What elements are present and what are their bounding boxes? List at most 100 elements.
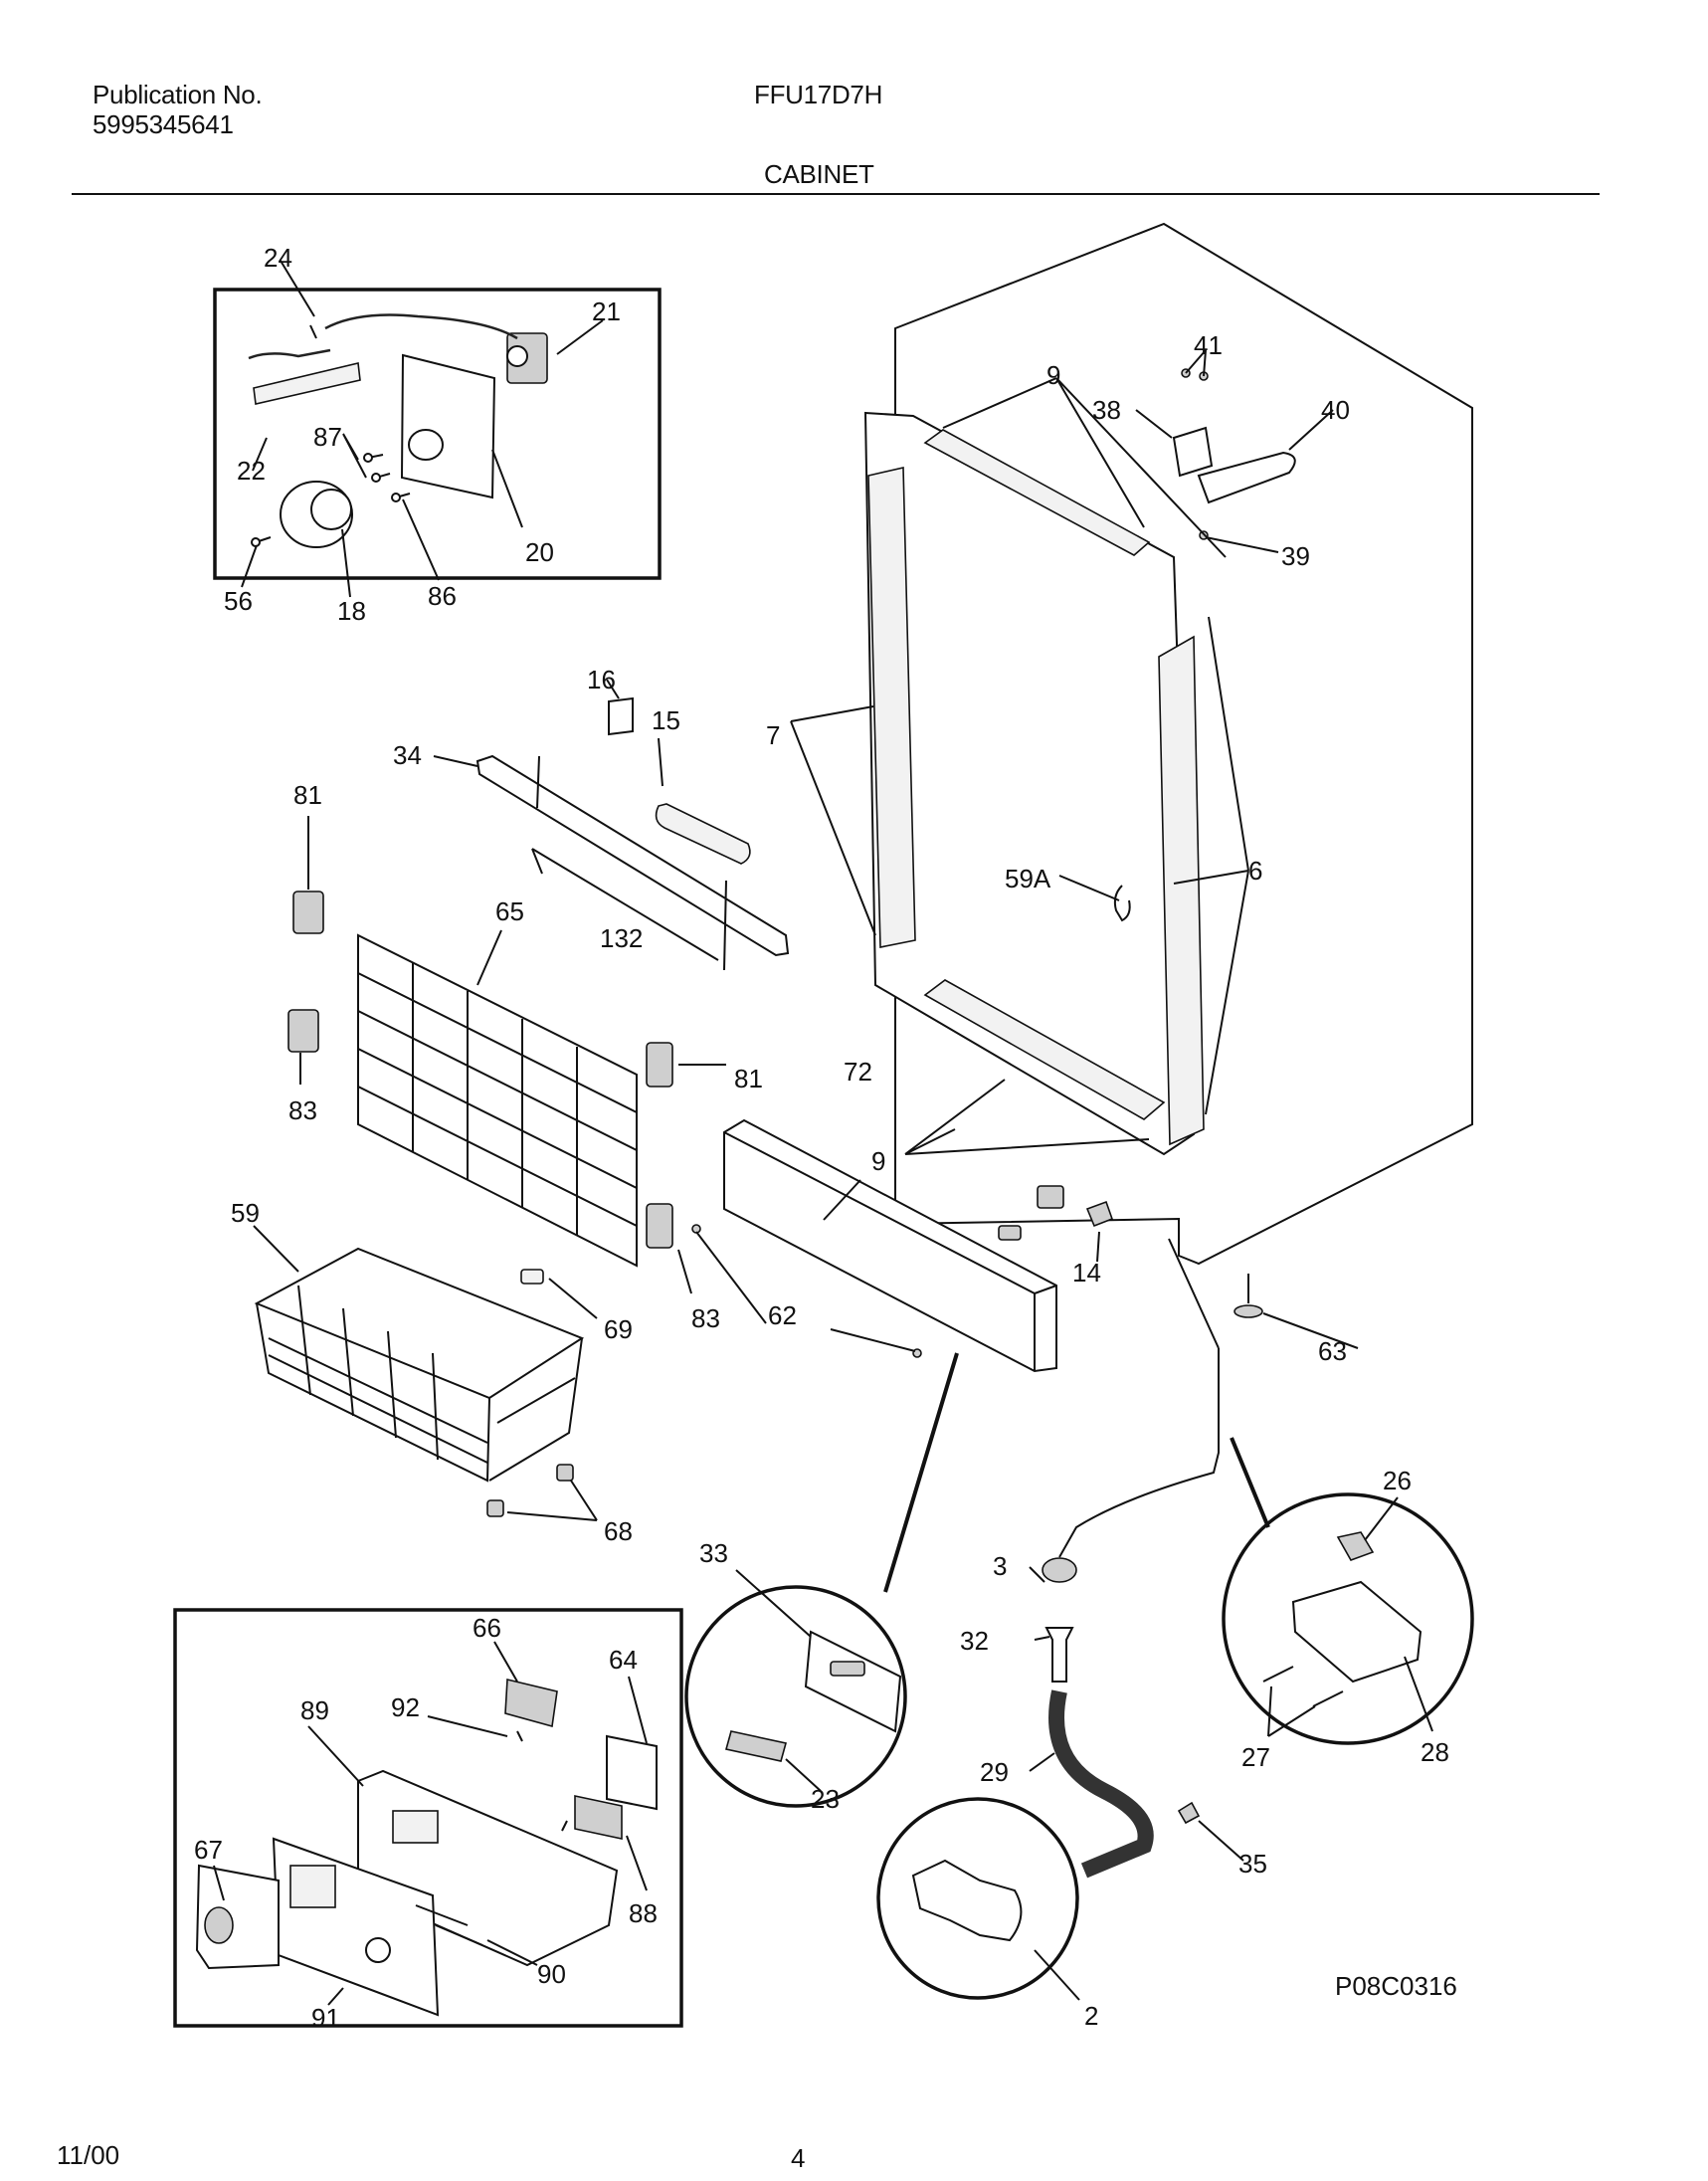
- callout-labels: 24 21 22 87 20 56 18 86 16 15 34 81 65 1…: [194, 243, 1449, 2033]
- callout-39: 39: [1281, 541, 1310, 571]
- basket-glide: [556, 1464, 574, 1482]
- callout-59: 59: [231, 1198, 260, 1228]
- callout-34: 34: [393, 740, 422, 770]
- callout-33: 33: [699, 1538, 728, 1568]
- kickplate-screw: [691, 1224, 701, 1234]
- nameplate-window: [289, 1865, 336, 1908]
- detail-circle: [684, 1585, 907, 1808]
- detail-circle: [876, 1797, 1079, 2000]
- footer-date: 11/00: [57, 2140, 119, 2170]
- callout-67: 67: [194, 1835, 223, 1865]
- relay: [504, 1678, 558, 1728]
- callout-56: 56: [224, 586, 253, 616]
- callout-64: 64: [609, 1645, 638, 1675]
- leader-lines: [790, 349, 1359, 1349]
- shelf-bracket: [646, 1203, 673, 1249]
- callout-86: 86: [428, 581, 457, 611]
- callout-90: 90: [537, 1959, 566, 1989]
- left-breaker: [867, 467, 916, 948]
- shelf-bracket: [646, 1042, 673, 1088]
- callout-22: 22: [237, 456, 266, 486]
- callout-65: 65: [495, 896, 524, 926]
- detail-connector: [883, 1352, 959, 1593]
- leader-lines: [253, 1225, 598, 1521]
- fan-blade-hub: [310, 489, 352, 530]
- leader-lines: [213, 1641, 648, 2006]
- callout-88: 88: [629, 1898, 658, 1928]
- leader-lines: [241, 260, 604, 598]
- panel-screws: [415, 1904, 483, 1946]
- callout-20: 20: [525, 537, 554, 567]
- shelf-wires: [412, 963, 578, 1236]
- callout-62: 62: [768, 1300, 797, 1330]
- callout-66: 66: [473, 1613, 501, 1643]
- callout-81: 81: [734, 1064, 763, 1093]
- callout-81: 81: [293, 780, 322, 810]
- callout-92: 92: [391, 1692, 420, 1722]
- panel-details: [516, 1730, 568, 1832]
- callout-14: 14: [1072, 1258, 1101, 1288]
- hinge-arm: [1197, 451, 1296, 504]
- callout-16: 16: [587, 665, 616, 694]
- drain-group: [1029, 1238, 1244, 1879]
- callout-15: 15: [652, 705, 680, 735]
- shelf-trim-group: [433, 679, 790, 971]
- switch: [1037, 1185, 1064, 1209]
- callout-41: 41: [1194, 330, 1223, 360]
- hinge-top: [1172, 426, 1214, 478]
- section-title: CABINET: [764, 159, 874, 189]
- callout-18: 18: [337, 596, 366, 626]
- detail-circle: [1222, 1492, 1474, 1745]
- callout-89: 89: [300, 1695, 329, 1725]
- basket-glide: [486, 1499, 504, 1517]
- callout-2: 2: [1084, 2001, 1098, 2031]
- leader-lines: [735, 1569, 822, 1792]
- callout-28: 28: [1421, 1737, 1449, 1767]
- callout-35: 35: [1238, 1849, 1267, 1879]
- callout-83: 83: [288, 1095, 317, 1125]
- housing-opening: [392, 1810, 439, 1844]
- leader-lines: [1029, 1566, 1244, 1862]
- bottom-hinge: [1291, 1580, 1423, 1684]
- detail-circle-hinge: [1222, 1437, 1474, 1745]
- publication-label: Publication No.: [93, 80, 263, 109]
- callout-24: 24: [264, 243, 292, 273]
- footer-page-number: 4: [791, 2143, 805, 2173]
- detail-connector: [1230, 1437, 1270, 1528]
- callout-23: 23: [811, 1784, 840, 1814]
- kickplate: [723, 1118, 1057, 1373]
- leader-lines: [299, 816, 726, 1294]
- callout-26: 26: [1383, 1466, 1412, 1495]
- kickplate-edges: [723, 1131, 1057, 1371]
- inset-fan-assembly: [213, 260, 662, 598]
- leader-lines: [433, 679, 727, 971]
- callout-3: 3: [993, 1551, 1007, 1581]
- shelf-bracket: [292, 891, 324, 934]
- motor-hub: [506, 345, 528, 367]
- thermostat: [608, 696, 634, 736]
- screw-head: [363, 453, 373, 463]
- callout-83: 83: [691, 1303, 720, 1333]
- fan-bracket: [400, 353, 496, 499]
- heater-strip: [253, 362, 361, 405]
- callout-7: 7: [766, 720, 780, 750]
- callout-29: 29: [980, 1757, 1009, 1787]
- switch-bracket: [606, 1734, 658, 1811]
- thermostat-bulb: [655, 803, 751, 865]
- nameplate-light: [365, 1937, 391, 1963]
- basket-group: [253, 1225, 598, 1521]
- detail-circle-switch: [684, 1352, 959, 1808]
- switch-detail: [725, 1730, 787, 1762]
- callout-6: 6: [1248, 856, 1262, 886]
- shelf-frame: [357, 933, 638, 1268]
- drain-tube: [1048, 1689, 1154, 1879]
- bottom-breaker: [923, 979, 1166, 1120]
- publication-number: 5995345641: [93, 109, 234, 139]
- top-breaker: [923, 429, 1151, 556]
- callout-40: 40: [1321, 395, 1350, 425]
- detail-circle-drain-fitting: [876, 1797, 1080, 2001]
- switch-button: [998, 1225, 1022, 1241]
- drain-fitting: [911, 1859, 1023, 1942]
- callout-69: 69: [604, 1314, 633, 1344]
- inset-frame: [173, 1608, 683, 2028]
